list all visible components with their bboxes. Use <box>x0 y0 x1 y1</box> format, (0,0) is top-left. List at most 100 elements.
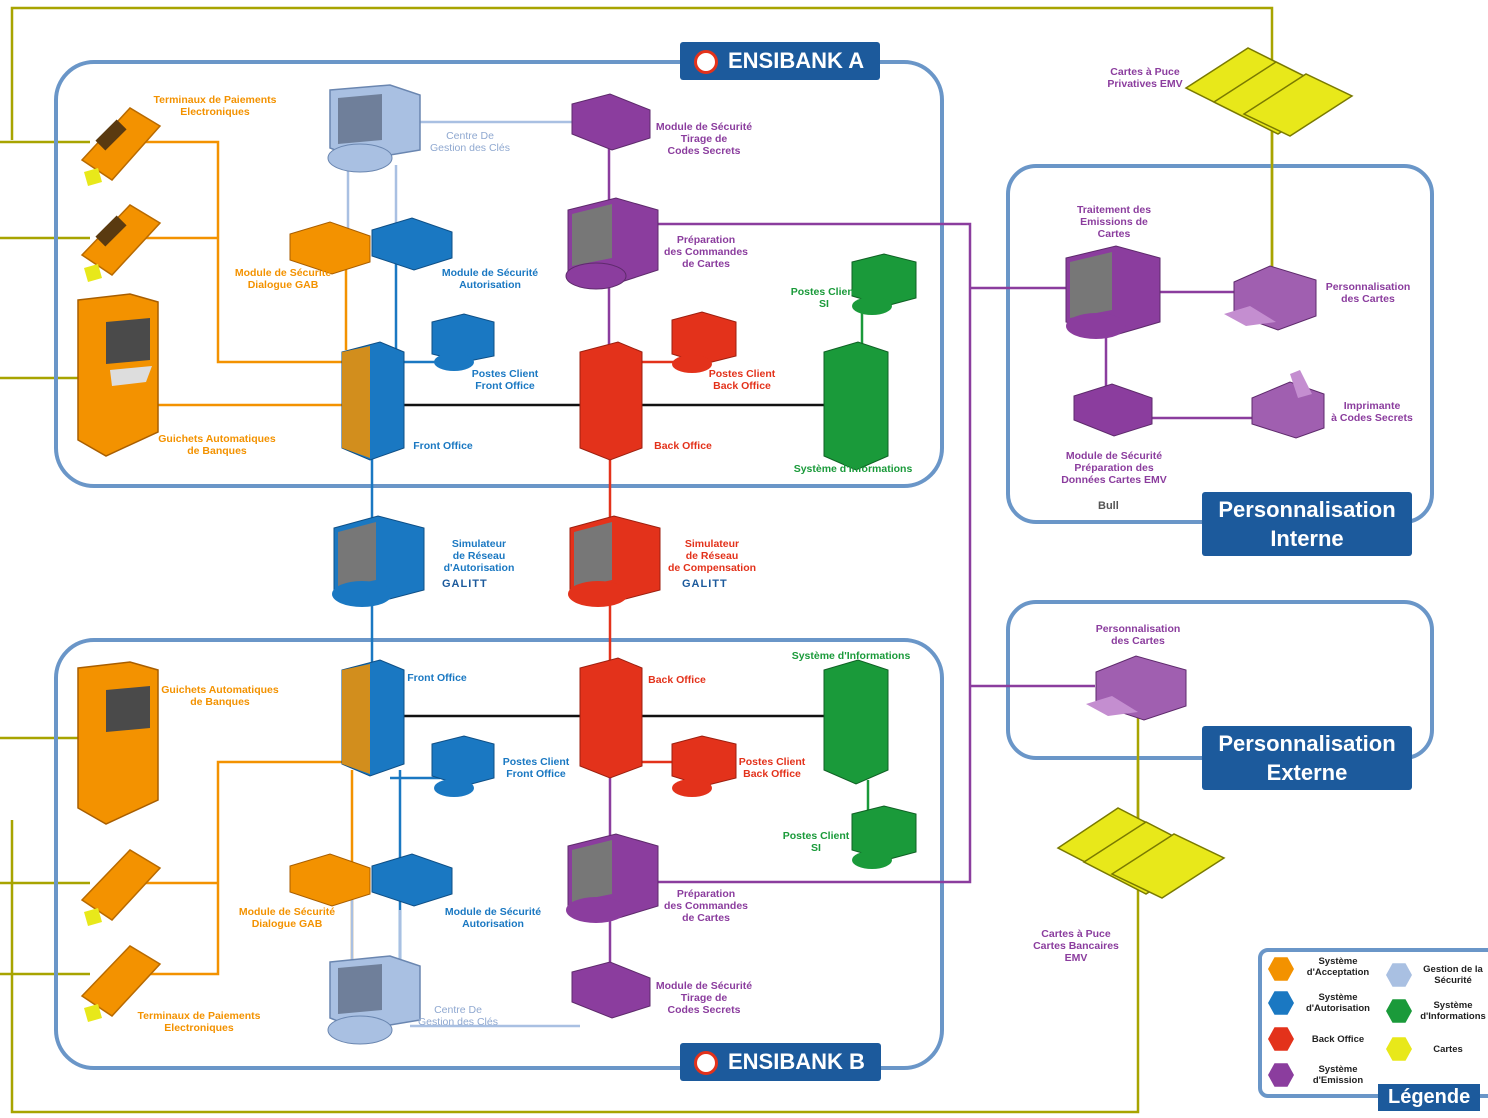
client-workstation-icon <box>431 313 495 371</box>
authorization-simulator-icon <box>332 515 425 607</box>
back-office-label: Back Office <box>654 440 712 452</box>
galitt-logo: GALITT <box>682 578 728 590</box>
client-workstation-icon <box>431 735 495 797</box>
security-module-auth-label: Module de Sécurité Autorisation <box>441 267 539 291</box>
card-personalization-label: Personnalisation des Cartes <box>1095 623 1181 647</box>
client-workstation-icon <box>851 253 917 315</box>
security-module-icon <box>371 217 453 271</box>
legend-hex-icon <box>1386 1037 1412 1061</box>
security-module-icon <box>1073 383 1153 437</box>
emv-security-module-label: Module de Sécurité Préparation des Donné… <box>1061 450 1167 486</box>
bank-cards-icon <box>1056 807 1226 899</box>
card-orders-label: Préparation des Commandes de Cartes <box>663 234 749 270</box>
front-office-label: Front Office <box>407 672 467 684</box>
pin-printer-icon <box>1251 370 1325 439</box>
legend-hex-icon <box>1268 1027 1294 1051</box>
security-module-icon <box>289 853 371 907</box>
legend-title: Légende <box>1378 1084 1481 1111</box>
legend <box>1258 948 1488 1098</box>
ensibank-a-title: ENSIBANK A <box>680 42 881 80</box>
back-office-server-icon <box>579 657 643 779</box>
pin-printer-label: Imprimante à Codes Secrets <box>1331 400 1413 424</box>
card-orders-label: Préparation des Commandes de Cartes <box>663 888 749 924</box>
key-management-computer-icon <box>327 84 421 173</box>
card-printer-icon <box>1224 265 1317 331</box>
cards-private-label: Cartes à Puce Privatives EMV <box>1107 66 1183 90</box>
security-module-icon <box>571 961 651 1019</box>
information-system-label: Système d'Informations <box>791 650 911 662</box>
tpe-label: Terminaux de Paiements Electroniques <box>137 1010 261 1034</box>
key-center-label: Centre De Gestion des Clés <box>430 130 510 154</box>
information-system-server-icon <box>823 341 889 471</box>
information-system-server-icon <box>823 659 889 785</box>
legend-hex-icon <box>1386 963 1412 987</box>
security-module-icon <box>289 221 371 275</box>
tpe-icon <box>80 945 162 1022</box>
back-office-label: Back Office <box>648 674 706 686</box>
bo-workstations-label: Postes Client Back Office <box>708 368 776 392</box>
legend-item: Système d'Autorisation <box>1305 992 1370 1014</box>
security-module-auth-label: Module de Sécurité Autorisation <box>444 906 542 930</box>
tpe-icon <box>80 107 162 186</box>
legend-item: Gestion de la Sécurité <box>1423 964 1483 986</box>
gab-icon <box>77 661 159 825</box>
front-office-server-icon <box>341 659 405 777</box>
back-office-server-icon <box>579 341 643 461</box>
client-workstation-icon <box>671 735 737 797</box>
galitt-logo: GALITT <box>442 578 488 590</box>
legend-item: Cartes <box>1433 1044 1463 1055</box>
legend-hex-icon <box>1268 957 1294 981</box>
perso-interne-title: Personnalisation Interne <box>1202 492 1412 556</box>
comp-simulator-label: Simulateur de Réseau de Compensation <box>667 538 757 574</box>
gab-icon <box>77 293 159 457</box>
legend-item: Système d'Emission <box>1312 1064 1364 1086</box>
bank-cards-label: Cartes à Puce Cartes Bancaires EMV <box>1033 928 1119 964</box>
card-printer-icon <box>1086 655 1187 721</box>
computer-icon <box>1065 245 1161 339</box>
legend-item: Système d'Acceptation <box>1306 956 1370 978</box>
ensibank-logo-icon <box>694 1051 718 1075</box>
fo-workstations-label: Postes Client Front Office <box>471 368 539 392</box>
compensation-simulator-icon <box>568 515 661 607</box>
security-module-icon <box>571 93 651 151</box>
tpe-icon <box>80 849 162 926</box>
security-module-gab-label: Module de Sécurité Dialogue GAB <box>238 906 336 930</box>
card-issuance-label: Traitement des Emissions de Cartes <box>1076 204 1152 240</box>
fo-workstations-label: Postes Client Front Office <box>502 756 570 780</box>
key-center-label: Centre De Gestion des Clés <box>418 1004 498 1028</box>
security-module-pin-label: Module de Sécurité Tirage de Codes Secre… <box>655 980 753 1016</box>
front-office-server-icon <box>341 341 405 461</box>
computer-icon <box>566 833 659 923</box>
tpe-icon <box>80 204 162 282</box>
ensibank-b-title: ENSIBANK B <box>680 1043 881 1081</box>
legend-item: Back Office <box>1311 1034 1365 1045</box>
gab-label: Guichets Automatiques de Banques <box>161 684 279 708</box>
card-personalization-label: Personnalisation des Cartes <box>1325 281 1411 305</box>
emv-cards-icon <box>1184 47 1354 137</box>
information-system-label: Système d'Informations <box>793 463 913 475</box>
security-module-icon <box>371 853 453 907</box>
perso-externe-title: Personnalisation Externe <box>1202 726 1412 790</box>
security-module-gab-label: Module de Sécurité Dialogue GAB <box>234 267 332 291</box>
tpe-label: Terminaux de Paiements Electroniques <box>153 94 277 118</box>
front-office-label: Front Office <box>413 440 473 452</box>
gab-label: Guichets Automatiques de Banques <box>158 433 276 457</box>
legend-hex-icon <box>1268 991 1294 1015</box>
client-workstation-icon <box>851 805 917 869</box>
ensibank-b-frame <box>54 638 944 1070</box>
ensibank-logo-icon <box>694 50 718 74</box>
legend-hex-icon <box>1386 999 1412 1023</box>
si-workstations-label: Postes Client SI <box>782 830 850 854</box>
bo-workstations-label: Postes Client Back Office <box>738 756 806 780</box>
security-module-pin-label: Module de Sécurité Tirage de Codes Secre… <box>655 121 753 157</box>
bull-logo: Bull <box>1098 500 1119 512</box>
outer-frame-line-bottom <box>10 760 1140 1114</box>
si-workstations-label: Postes Client SI <box>790 286 858 310</box>
legend-hex-icon <box>1268 1063 1294 1087</box>
legend-item: Système d'Informations <box>1420 1000 1486 1022</box>
auth-simulator-label: Simulateur de Réseau d'Autorisation <box>443 538 515 574</box>
computer-icon <box>565 197 659 290</box>
key-management-computer-icon <box>327 955 421 1045</box>
client-workstation-icon <box>671 311 737 373</box>
